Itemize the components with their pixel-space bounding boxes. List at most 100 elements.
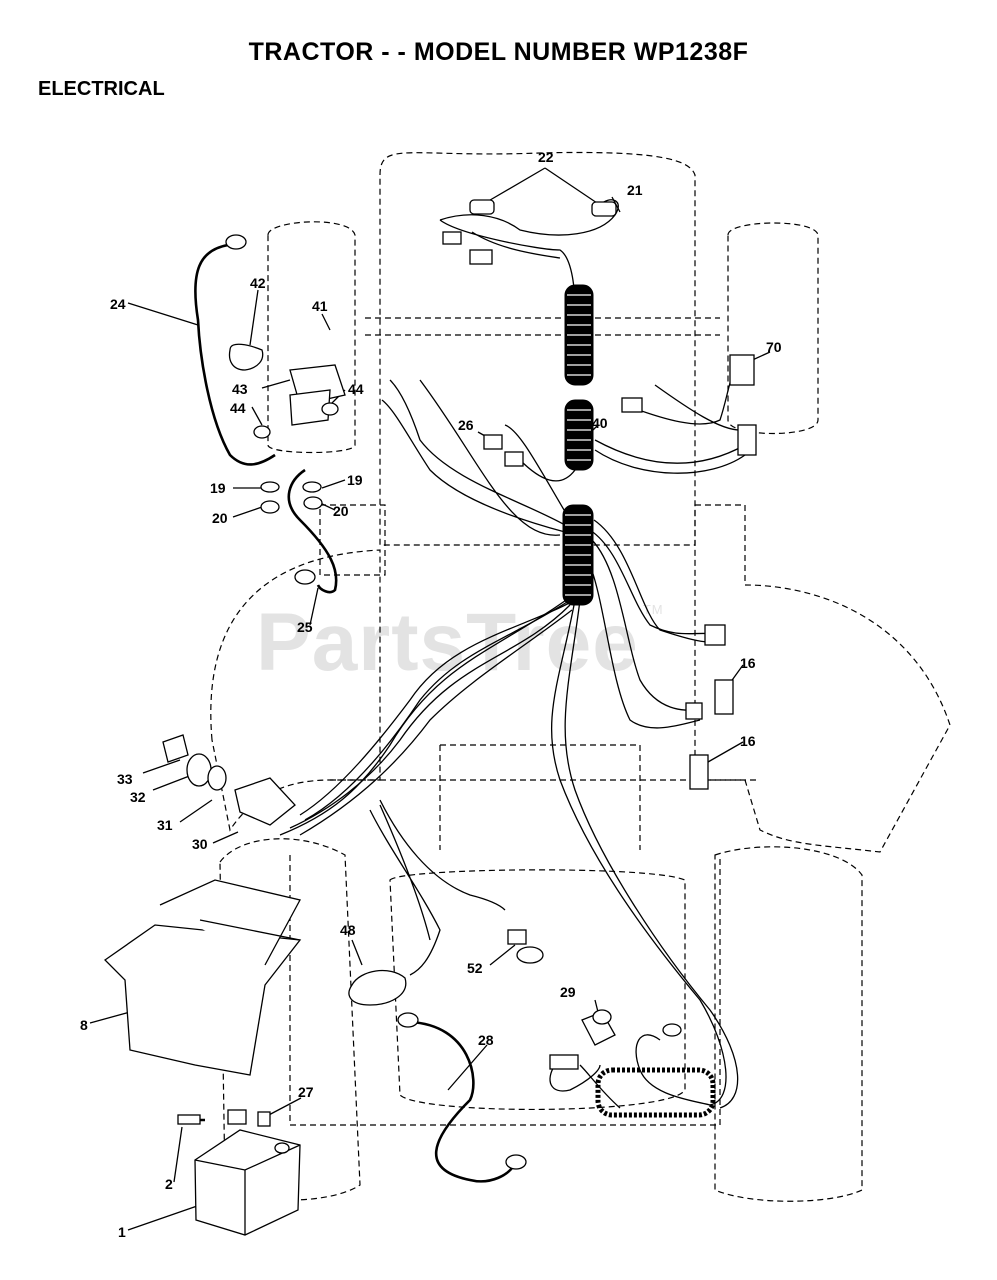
callout-25: 25 bbox=[297, 619, 313, 635]
main-harness-e bbox=[299, 609, 573, 836]
callout-19-right: 19 bbox=[347, 472, 363, 488]
callout-16-lower: 16 bbox=[740, 733, 756, 749]
callout-27: 27 bbox=[298, 1084, 314, 1100]
callout-33: 33 bbox=[117, 771, 133, 787]
center-harness bbox=[504, 424, 576, 521]
page-title: TRACTOR - - MODEL NUMBER WP1238F bbox=[248, 38, 749, 66]
connector-right-1 bbox=[704, 624, 726, 646]
washer-19-left bbox=[260, 481, 280, 493]
left-harness bbox=[381, 379, 566, 536]
dash-outline bbox=[319, 504, 386, 576]
connector-70-lower bbox=[737, 424, 757, 456]
right-fender-outline bbox=[694, 504, 951, 853]
solenoid-boot-42 bbox=[228, 343, 264, 371]
retainer-32 bbox=[186, 753, 212, 787]
connector-right-2 bbox=[685, 702, 703, 720]
solenoid-body bbox=[289, 389, 331, 426]
headlight-socket-left bbox=[469, 199, 495, 215]
callout-52: 52 bbox=[467, 960, 483, 976]
key-33 bbox=[162, 734, 189, 763]
seat-switch-button bbox=[592, 1009, 612, 1025]
connector-mid-right bbox=[621, 397, 643, 413]
callout-32: 32 bbox=[130, 789, 146, 805]
battery-terminal bbox=[274, 1142, 290, 1154]
cable-28 bbox=[409, 1020, 517, 1183]
hood-outline bbox=[379, 151, 696, 546]
connector-70 bbox=[729, 354, 755, 386]
callout-40: 40 bbox=[592, 415, 608, 431]
cable-25 bbox=[287, 468, 338, 594]
washer-19-right bbox=[302, 481, 322, 493]
right-harness-a bbox=[589, 529, 716, 636]
lower-harness bbox=[369, 799, 506, 976]
right-70-harness bbox=[594, 359, 746, 474]
nut-20-right bbox=[303, 496, 323, 510]
main-harness-c bbox=[289, 604, 571, 829]
callout-20-left: 20 bbox=[212, 510, 228, 526]
headlight-socket-right bbox=[591, 201, 617, 217]
callout-28: 28 bbox=[478, 1032, 494, 1048]
main-harness-a bbox=[299, 599, 576, 816]
axle-outline bbox=[365, 317, 720, 336]
front-left-tire-outline bbox=[267, 221, 356, 454]
right-harness-b bbox=[591, 539, 701, 711]
nut-44-right bbox=[321, 402, 339, 416]
ring-terminal-coil bbox=[662, 1023, 682, 1037]
right-harness-c bbox=[587, 559, 701, 729]
conduit-40-mid bbox=[564, 399, 594, 471]
bulb-52 bbox=[516, 946, 544, 964]
connector-26-b bbox=[504, 451, 524, 467]
body-outline bbox=[289, 855, 721, 1126]
cable-24 bbox=[194, 243, 276, 466]
connector-29 bbox=[549, 1054, 579, 1070]
connector-harness-top bbox=[442, 231, 462, 245]
frame-outline bbox=[330, 744, 760, 850]
callout-70: 70 bbox=[766, 339, 782, 355]
callout-48: 48 bbox=[340, 922, 356, 938]
callout-44-left: 44 bbox=[230, 400, 246, 416]
callout-1: 1 bbox=[118, 1224, 126, 1240]
front-right-tire-outline bbox=[727, 222, 819, 435]
callout-41: 41 bbox=[312, 298, 328, 314]
callout-22: 22 bbox=[538, 149, 554, 165]
battery-tray-8 bbox=[103, 924, 302, 1076]
callout-21: 21 bbox=[627, 182, 643, 198]
long-harness-down bbox=[550, 599, 727, 1106]
connector-harness-mid bbox=[469, 249, 493, 265]
callout-19-left: 19 bbox=[210, 480, 226, 496]
nut-31 bbox=[207, 765, 227, 791]
callout-30: 30 bbox=[192, 836, 208, 852]
coil-conduit-lower bbox=[595, 1067, 716, 1118]
rear-right-tire-outline bbox=[714, 846, 863, 1202]
long-harness-down-2 bbox=[564, 599, 739, 1109]
connector-52 bbox=[507, 929, 527, 945]
callout-31: 31 bbox=[157, 817, 173, 833]
terminal-cover bbox=[227, 1109, 247, 1125]
seat-outline bbox=[389, 869, 686, 1110]
callout-42: 42 bbox=[250, 275, 266, 291]
callout-8: 8 bbox=[80, 1017, 88, 1033]
section-title: ELECTRICAL bbox=[38, 78, 165, 100]
conduit-ribs bbox=[565, 294, 591, 596]
connector-26-a bbox=[483, 434, 503, 450]
callout-29: 29 bbox=[560, 984, 576, 1000]
callout-43: 43 bbox=[232, 381, 248, 397]
bolt-2 bbox=[177, 1114, 201, 1125]
ignition-switch-30 bbox=[234, 777, 296, 826]
nut-44-left bbox=[253, 425, 271, 439]
callout-16-upper: 16 bbox=[740, 655, 756, 671]
main-harness-d bbox=[279, 589, 581, 836]
connector-16-upper bbox=[714, 679, 734, 715]
callout-44-right: 44 bbox=[348, 381, 364, 397]
light-48 bbox=[348, 969, 407, 1006]
connector-16-lower bbox=[689, 754, 709, 790]
ring-terminal-24 bbox=[225, 234, 247, 250]
main-harness-b bbox=[304, 594, 579, 821]
callout-20-right: 20 bbox=[333, 503, 349, 519]
plug-wire bbox=[549, 1064, 601, 1092]
callout-26: 26 bbox=[458, 417, 474, 433]
ring-terminal-25 bbox=[294, 569, 316, 585]
nut-20-left bbox=[260, 500, 280, 514]
right-harness-d bbox=[593, 519, 721, 643]
